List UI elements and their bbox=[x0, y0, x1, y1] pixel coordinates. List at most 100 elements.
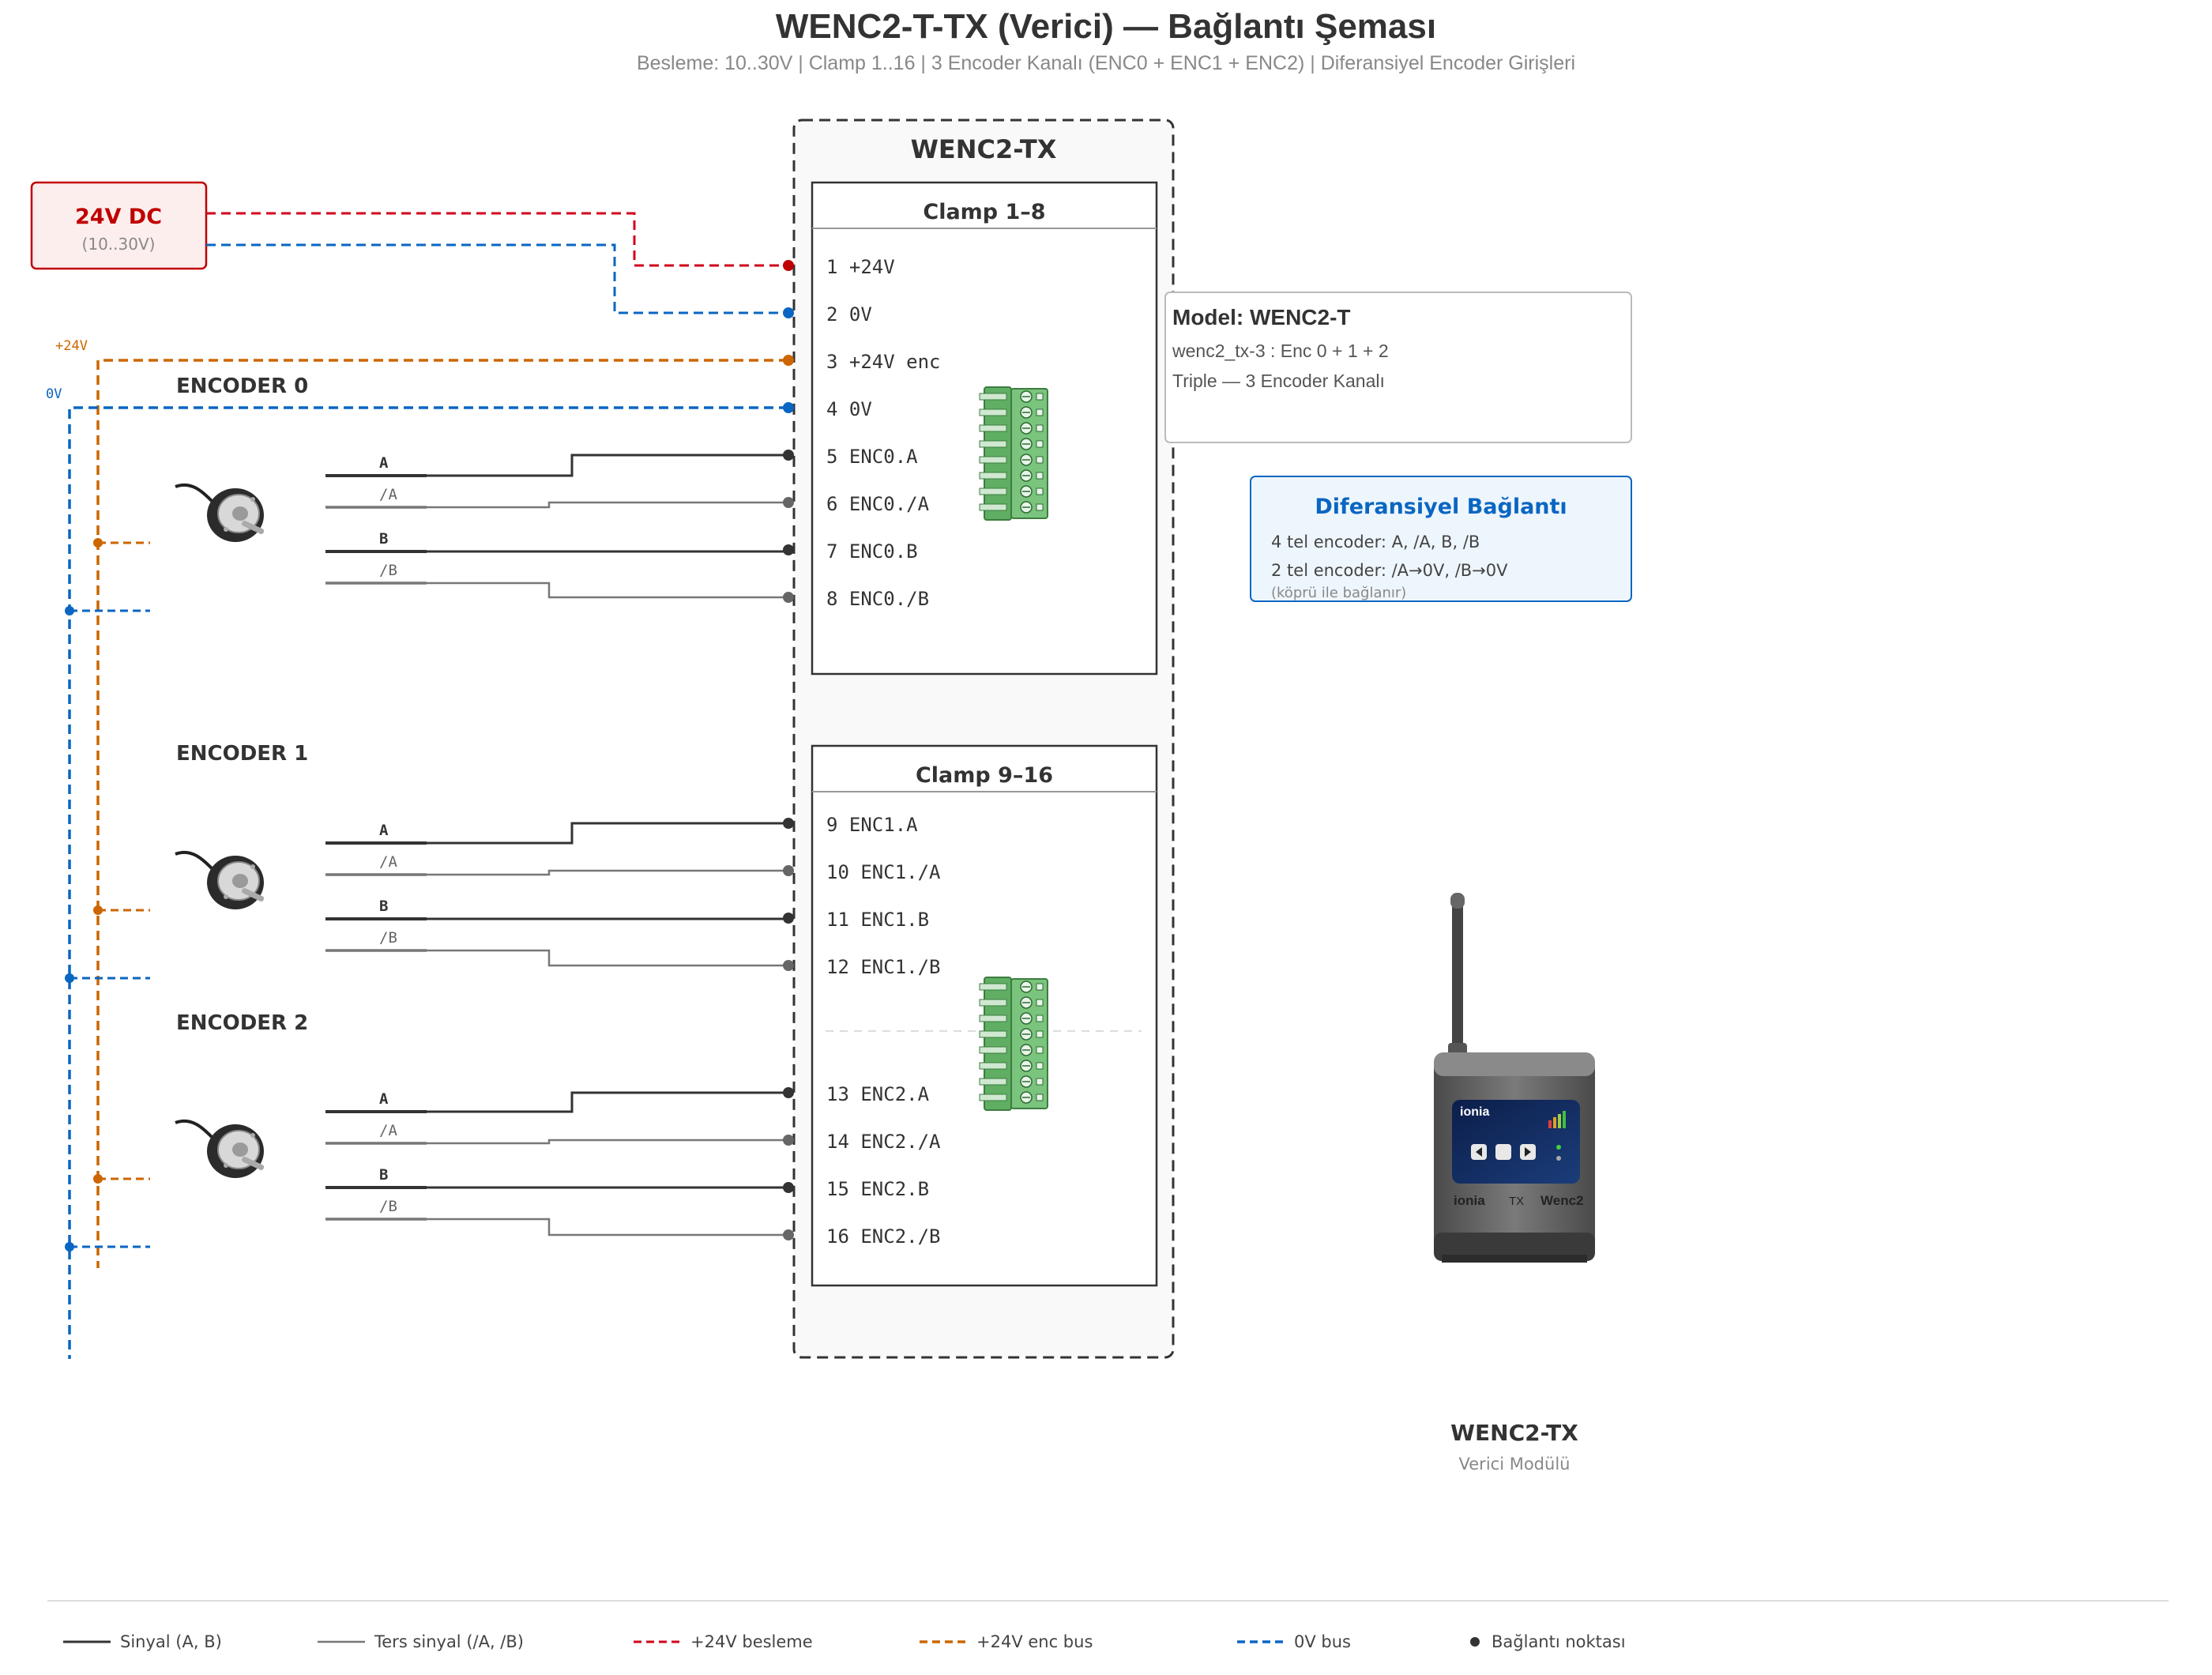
rotary-encoder-icon bbox=[175, 851, 265, 909]
connection-dot bbox=[65, 1242, 74, 1252]
clamp-pin-label: 4 0V bbox=[826, 398, 872, 420]
connection-dot bbox=[783, 1229, 794, 1240]
clamp-pin-label: 1 +24V bbox=[826, 256, 895, 278]
device-name: WENC2-TX bbox=[1450, 1420, 1578, 1446]
clamp-pin-label: 3 +24V enc bbox=[826, 351, 941, 373]
connection-dot bbox=[783, 818, 794, 829]
connection-dot bbox=[783, 1182, 794, 1193]
device-brand: ionia bbox=[1460, 1105, 1489, 1119]
device-tx-print: TX bbox=[1509, 1195, 1524, 1208]
signal-label: /A bbox=[379, 486, 397, 503]
encoder-signal-wire bbox=[325, 582, 788, 599]
connection-dot bbox=[783, 260, 794, 271]
enc-bus-24v bbox=[96, 359, 788, 1268]
encoder-signal-wire bbox=[325, 1139, 788, 1145]
rotary-encoder-icon bbox=[175, 484, 265, 542]
signal-label: /B bbox=[379, 1198, 397, 1215]
bus-24v-label: +24V bbox=[55, 338, 88, 354]
enc-bus-0v bbox=[68, 406, 788, 1359]
model-title: Model: WENC2-T bbox=[1172, 305, 1351, 329]
clamp-pin-label: 16 ENC2./B bbox=[826, 1225, 941, 1248]
clamp-pin-label: 7 ENC0.B bbox=[826, 540, 918, 563]
encoder-title: ENCODER 0 bbox=[176, 375, 308, 398]
encoder-signal-wire bbox=[325, 501, 788, 509]
encoder-signal-wire bbox=[325, 949, 788, 967]
page-subtitle: Besleme: 10..30V | Clamp 1..16 | 3 Encod… bbox=[637, 52, 1575, 74]
legend-label: +24V besleme bbox=[690, 1632, 813, 1651]
legend-item-24v-supply: +24V besleme bbox=[634, 1632, 813, 1651]
connection-dot bbox=[783, 450, 794, 461]
connection-dot bbox=[65, 606, 74, 615]
supply-0v-wire bbox=[206, 243, 788, 314]
differential-title: Diferansiyel Bağlantı bbox=[1315, 495, 1567, 519]
differential-info-box: Diferansiyel Bağlantı 4 tel encoder: A, … bbox=[1250, 476, 1632, 602]
encoder-title: ENCODER 1 bbox=[176, 742, 308, 766]
connection-dot bbox=[783, 307, 794, 318]
clamp-pin-label: 10 ENC1./A bbox=[826, 861, 941, 883]
legend-item-0v-bus: 0V bus bbox=[1237, 1632, 1351, 1651]
legend-label: Ters sinyal (/A, /B) bbox=[374, 1632, 524, 1651]
connection-dot bbox=[93, 905, 103, 915]
connection-dot bbox=[783, 960, 794, 971]
device-caption: Verici Modülü bbox=[1459, 1455, 1571, 1474]
wenc2-tx-device-image: ionia ionia TX Wenc2 bbox=[1434, 893, 1595, 1263]
clamp-pin-label: 13 ENC2.A bbox=[826, 1083, 930, 1105]
bus-0v-label: 0V bbox=[46, 386, 62, 402]
supply-24v-wire bbox=[206, 212, 788, 267]
differential-note: (köprü ile bağlanır) bbox=[1271, 585, 1406, 601]
legend-item-24v-enc-bus: +24V enc bus bbox=[920, 1632, 1093, 1651]
signal-label: /A bbox=[379, 1122, 397, 1139]
terminal-block-icon bbox=[979, 977, 1048, 1111]
clamp-pin-label: 14 ENC2./A bbox=[826, 1131, 941, 1153]
model-info-box: Model: WENC2-T wenc2_tx-3 : Enc 0 + 1 + … bbox=[1164, 292, 1632, 443]
connection-dot bbox=[783, 1135, 794, 1146]
signal-label: /B bbox=[379, 929, 397, 947]
clamp-pin-label: 9 ENC1.A bbox=[826, 814, 918, 836]
signal-label: B bbox=[379, 898, 388, 915]
connection-dot bbox=[93, 538, 103, 548]
clamp-pin-label: 8 ENC0./B bbox=[826, 588, 929, 610]
signal-label: A bbox=[379, 822, 389, 839]
connection-dot bbox=[783, 865, 794, 876]
signal-label: /A bbox=[379, 853, 397, 871]
terminal-block-icon bbox=[979, 386, 1048, 521]
clamp-pin-label: 15 ENC2.B bbox=[826, 1178, 929, 1200]
differential-line: 4 tel encoder: A, /A, B, /B bbox=[1271, 533, 1480, 551]
encoder-1-wiring: A/A B/B bbox=[65, 818, 794, 983]
device-brand-print: ionia bbox=[1454, 1193, 1485, 1208]
rotary-encoder-icon bbox=[175, 1120, 265, 1178]
legend-item-signal: Sinyal (A, B) bbox=[63, 1632, 222, 1651]
connection-dot bbox=[783, 355, 794, 366]
power-supply-label: 24V DC bbox=[75, 205, 162, 229]
encoder-title: ENCODER 2 bbox=[176, 1011, 308, 1035]
clamp-block-title: Clamp 9–16 bbox=[916, 763, 1053, 788]
signal-label: B bbox=[379, 1166, 388, 1184]
encoder-2-wiring: A/A B/B bbox=[65, 1087, 794, 1252]
connection-dot bbox=[783, 592, 794, 603]
module-title: WENC2-TX bbox=[911, 134, 1057, 164]
model-line: wenc2_tx-3 : Enc 0 + 1 + 2 bbox=[1172, 341, 1389, 361]
legend-label: +24V enc bus bbox=[976, 1632, 1093, 1651]
clamp-pin-label: 2 0V bbox=[826, 303, 872, 326]
encoder-signal-wire bbox=[325, 1218, 788, 1236]
legend: Sinyal (A, B) Ters sinyal (/A, /B) +24V … bbox=[63, 1632, 1626, 1651]
legend-label: 0V bus bbox=[1294, 1632, 1351, 1651]
signal-label: A bbox=[379, 454, 389, 472]
legend-label: Bağlantı noktası bbox=[1492, 1632, 1626, 1651]
encoder-signal-wire bbox=[325, 822, 788, 845]
encoder-signal-wire bbox=[325, 869, 788, 876]
encoder-0-wiring: A/AB/B bbox=[65, 450, 794, 615]
clamp-pin-label: 6 ENC0./A bbox=[826, 493, 930, 515]
power-supply-range: (10..30V) bbox=[82, 235, 156, 254]
clamp-pin-label: 5 ENC0.A bbox=[826, 446, 918, 468]
page-title: WENC2-T-TX (Verici) — Bağlantı Şeması bbox=[776, 7, 1436, 46]
differential-line: 2 tel encoder: /A→0V, /B→0V bbox=[1271, 561, 1508, 580]
legend-label: Sinyal (A, B) bbox=[120, 1632, 222, 1651]
connection-dot bbox=[783, 1087, 794, 1098]
clamp-block-title: Clamp 1–8 bbox=[923, 200, 1045, 224]
clamp-pin-label: 12 ENC1./B bbox=[826, 956, 941, 978]
connection-dot bbox=[783, 402, 794, 413]
signal-label: A bbox=[379, 1090, 389, 1108]
clamp-pin-label: 11 ENC1.B bbox=[826, 909, 929, 931]
